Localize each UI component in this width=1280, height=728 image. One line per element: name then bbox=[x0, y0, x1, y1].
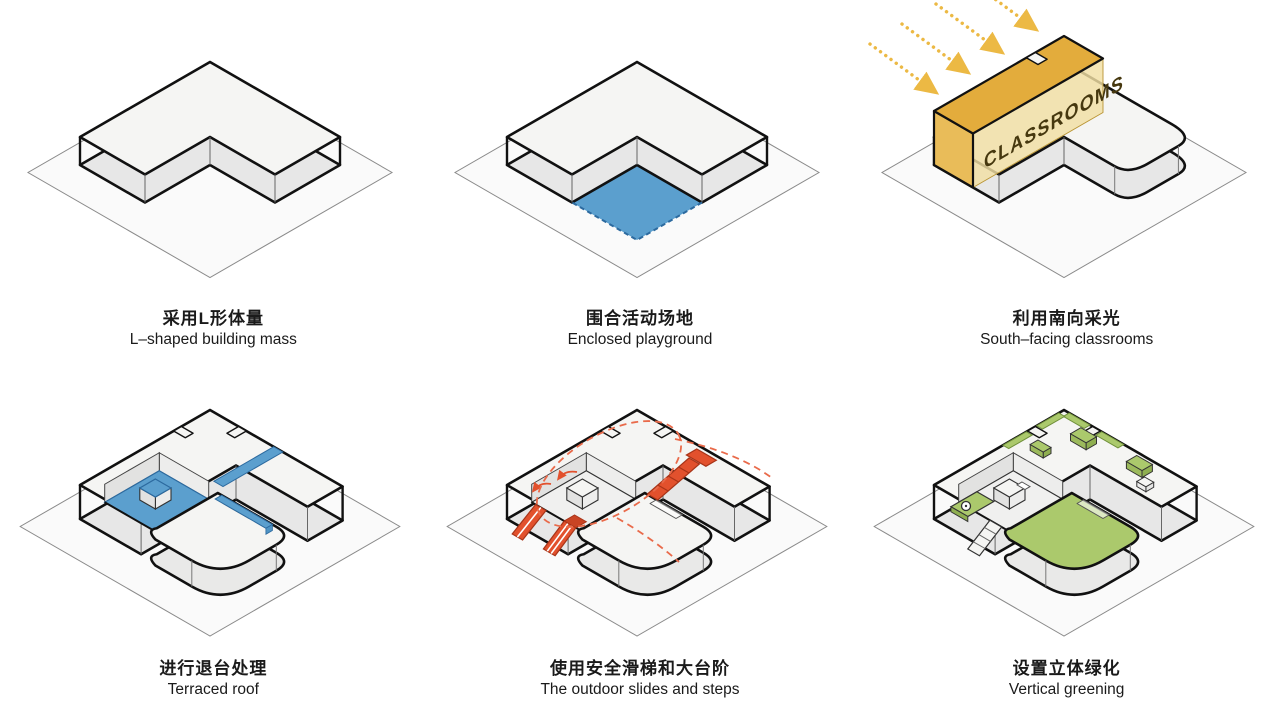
roof-slit bbox=[653, 425, 675, 439]
court-furniture bbox=[1015, 481, 1031, 491]
roof-slit bbox=[599, 425, 621, 439]
caption-zh: 使用安全滑梯和大台阶 bbox=[549, 659, 730, 678]
caption-zh: 设置立体绿化 bbox=[1012, 659, 1121, 678]
circulation-dashed-loop bbox=[535, 420, 773, 563]
south-facing-classrooms-drawing: CLASSROOMS bbox=[867, 0, 1247, 279]
l-shaped-mass-drawing bbox=[27, 60, 394, 279]
terraced-roof-drawing bbox=[19, 408, 402, 637]
caption-en: Vertical greening bbox=[1008, 681, 1125, 699]
vertical-greening-drawing bbox=[872, 408, 1255, 637]
caption-zh: 围合活动场地 bbox=[585, 309, 694, 328]
caption: 采用L形体量 L–shaped building mass bbox=[130, 308, 297, 350]
red-steps bbox=[646, 457, 701, 501]
green-terrace bbox=[949, 491, 995, 523]
caption-en: L–shaped building mass bbox=[129, 331, 297, 349]
roof-slit bbox=[1026, 425, 1048, 439]
roof-channel-blue bbox=[213, 446, 285, 488]
wing-roof-ledge bbox=[1076, 499, 1110, 519]
roof-slit bbox=[226, 425, 248, 439]
classrooms-block: CLASSROOMS bbox=[932, 34, 1124, 189]
caption-zh: 进行退台处理 bbox=[159, 659, 268, 678]
caption: 围合活动场地 Enclosed playground bbox=[568, 308, 713, 350]
caption: 利用南向采光 South–facing classrooms bbox=[980, 308, 1153, 350]
caption-zh: 采用L形体量 bbox=[162, 309, 265, 328]
building-mass bbox=[79, 60, 342, 204]
caption-en: Terraced roof bbox=[167, 681, 259, 699]
rounded-wing bbox=[150, 491, 286, 597]
sunlight-arrows bbox=[867, 0, 1039, 95]
white-roof-box bbox=[1135, 476, 1155, 493]
tree-marker-dot bbox=[964, 504, 967, 508]
wing-ledge-blue bbox=[214, 494, 274, 535]
red-slide-small bbox=[511, 503, 547, 541]
roof-notch bbox=[1025, 51, 1048, 66]
roof-slit bbox=[173, 425, 195, 439]
diagram-cell-south-facing-classrooms: CLASSROOMS 利用南向采光 South–facing classroom… bbox=[853, 0, 1280, 366]
diagram-cell-outdoor-slides: 使用安全滑梯和大台阶 The outdoor slides and steps bbox=[427, 366, 854, 728]
white-steps bbox=[966, 519, 1003, 557]
green-edge-strips bbox=[1001, 412, 1125, 450]
caption: 设置立体绿化 Vertical greening bbox=[1009, 658, 1124, 700]
caption-en: South–facing classrooms bbox=[980, 331, 1154, 349]
caption-en: Enclosed playground bbox=[567, 331, 713, 349]
caption: 进行退台处理 Terraced roof bbox=[159, 658, 267, 700]
red-court-arrows bbox=[531, 469, 578, 493]
rounded-wing-green-roof bbox=[1003, 491, 1140, 597]
caption-zh: 利用南向采光 bbox=[1012, 309, 1121, 328]
red-slide bbox=[542, 514, 588, 557]
red-platform bbox=[685, 448, 718, 467]
rounded-wing bbox=[576, 491, 713, 597]
diagram-cell-terraced-roof: 进行退台处理 Terraced roof bbox=[0, 366, 427, 728]
wing-roof-ledge bbox=[649, 499, 683, 519]
diagram-cell-enclosed-playground: 围合活动场地 Enclosed playground bbox=[427, 0, 854, 366]
caption-en: The outdoor slides and steps bbox=[540, 681, 740, 699]
diagram-cell-vertical-greening: 设置立体绿化 Vertical greening bbox=[853, 366, 1280, 728]
green-planters bbox=[1028, 427, 1154, 479]
building-mass bbox=[505, 60, 769, 204]
terrace-box bbox=[138, 478, 173, 510]
diagram-cell-l-shaped-mass: 采用L形体量 L–shaped building mass bbox=[0, 0, 427, 366]
terrace-box bbox=[565, 478, 600, 510]
outdoor-slides-drawing bbox=[446, 408, 828, 637]
caption: 使用安全滑梯和大台阶 The outdoor slides and steps bbox=[540, 658, 739, 700]
enclosed-playground-drawing bbox=[453, 60, 820, 279]
terrace-box bbox=[992, 478, 1026, 510]
